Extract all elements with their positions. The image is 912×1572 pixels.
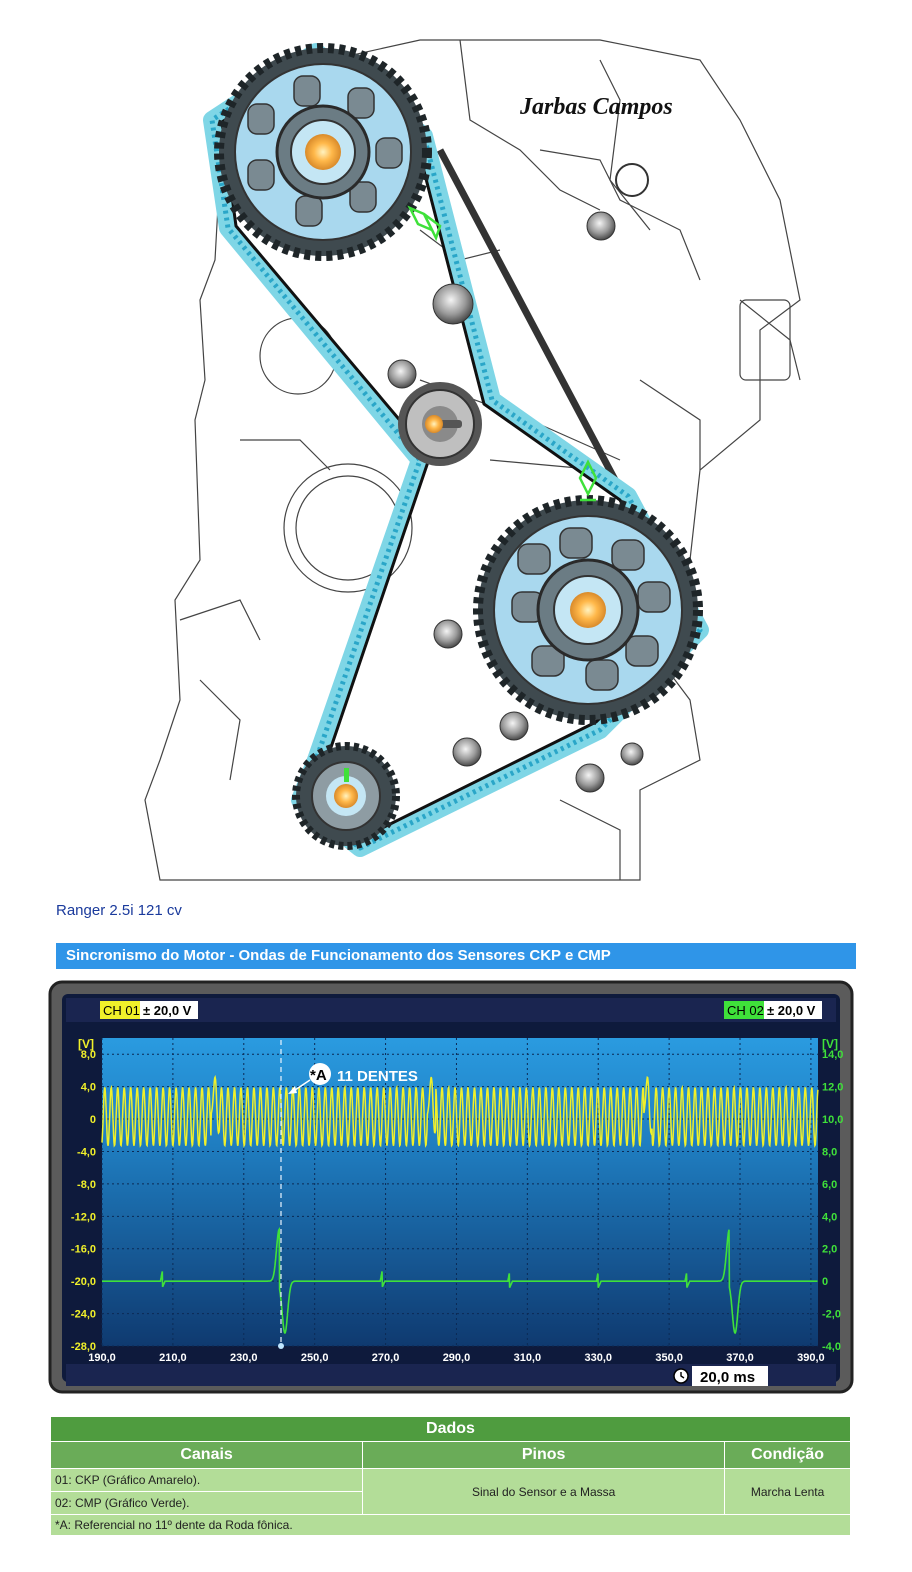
grid	[101, 1038, 818, 1347]
left-axis-tick-label: -24,0	[71, 1309, 96, 1321]
left-axis-tick-label: 8,0	[81, 1049, 96, 1061]
plot-area	[102, 1038, 818, 1346]
table-note: *A: Referencial no 11º dente da Roda fôn…	[50, 1514, 851, 1536]
x-axis-tick-label: 270,0	[372, 1352, 400, 1364]
ckp-signal-trace	[101, 1074, 819, 1148]
ch2-range: ± 20,0 V	[767, 1003, 816, 1018]
section-title: Sincronismo do Motor - Ondas de Funciona…	[56, 943, 856, 969]
oscilloscope-panel: CH 01 ± 20,0 V CH 02 ± 20,0 V [V] [V] 8,…	[48, 980, 854, 1394]
ch1-range: ± 20,0 V	[143, 1003, 192, 1018]
header-pinos: Pinos	[362, 1441, 726, 1469]
cmp-signal-trace	[102, 1226, 818, 1335]
header-condicao: Condição	[724, 1441, 851, 1469]
left-axis-unit: [V]	[78, 1037, 94, 1051]
right-axis-tick-label: 6,0	[822, 1179, 837, 1191]
right-axis-tick-label: 8,0	[822, 1146, 837, 1158]
x-axis-tick-label: 210,0	[159, 1352, 187, 1364]
crank-timing-mark	[344, 768, 349, 782]
author-signature: Jarbas Campos	[519, 94, 673, 120]
right-axis-unit: [V]	[822, 1037, 838, 1051]
ch1-tag	[100, 1001, 140, 1019]
timing-belt-diagram: Jarbas Campos	[144, 39, 801, 881]
channel-ckp: 01: CKP (Gráfico Amarelo).	[49, 1468, 364, 1492]
right-axis-ticks: 14,0 12,0 10,0 8,0 6,0 4,0 2,0 0 -2,0 -4,0	[822, 1049, 843, 1353]
right-axis-tick-label: 4,0	[822, 1211, 837, 1223]
timebase-value: 20,0 ms	[700, 1369, 755, 1386]
left-axis-tick-label: -28,0	[71, 1341, 96, 1353]
ch1-tag-label: CH 01	[103, 1003, 140, 1018]
right-axis-tick-label: -4,0	[822, 1341, 841, 1353]
condition-value: Marcha Lenta	[724, 1468, 851, 1515]
engine-block-outline	[144, 39, 801, 881]
belt-tensioner	[398, 382, 482, 466]
left-axis-ticks: 8,0 4,0 0 -4,0 -8,0 -12,0 -16,0 -20,0 -24,0 -28,0	[71, 1049, 96, 1353]
left-axis-tick-label: -12,0	[71, 1211, 96, 1223]
right-axis-tick-label: 2,0	[822, 1244, 837, 1256]
x-axis-tick-label: 290,0	[443, 1352, 471, 1364]
camshaft-sprocket-upper	[214, 43, 432, 261]
reference-marker-dot	[278, 1343, 284, 1349]
right-axis-tick-label: -2,0	[822, 1309, 841, 1321]
ch2-tag-label: CH 02	[727, 1003, 764, 1018]
scope-footer	[66, 1364, 836, 1386]
x-axis-tick-label: 190,0	[88, 1352, 116, 1364]
right-axis-tick-label: 10,0	[822, 1114, 843, 1126]
left-axis-tick-label: 4,0	[81, 1082, 96, 1094]
channel-cmp: 02: CMP (Gráfico Verde).	[49, 1491, 364, 1515]
engine-bolts	[387, 163, 649, 793]
data-table: Dados Canais Pinos Condição 01: CKP (Grá…	[49, 1416, 851, 1536]
x-axis-tick-label: 250,0	[301, 1352, 329, 1364]
right-axis-tick-label: 0	[822, 1276, 828, 1288]
annotation-text: 11 DENTES	[337, 1068, 418, 1085]
annotation-marker: *A	[310, 1067, 327, 1084]
left-axis-tick-label: -16,0	[71, 1244, 96, 1256]
x-axis-tick-label: 230,0	[230, 1352, 258, 1364]
ch2-tag	[724, 1001, 764, 1019]
left-axis-tick-label: -20,0	[71, 1276, 96, 1288]
left-axis-tick-label: -8,0	[77, 1179, 96, 1191]
crankshaft-sprocket	[292, 742, 400, 850]
pins-value: Sinal do Sensor e a Massa	[362, 1468, 726, 1515]
right-axis-tick-label: 12,0	[822, 1082, 843, 1094]
table-title: Dados	[50, 1416, 851, 1442]
x-axis-tick-label: 350,0	[655, 1352, 683, 1364]
right-axis-tick-label: 14,0	[822, 1049, 843, 1061]
left-axis-tick-label: 0	[90, 1114, 96, 1126]
timebase-clock-icon	[673, 1368, 689, 1384]
engine-caption: Ranger 2.5i 121 cv	[56, 902, 182, 919]
x-axis-ticks: 190,0 210,0 230,0 250,0 270,0 290,0 310,0 330,0…	[88, 1352, 824, 1364]
x-axis-tick-label: 370,0	[726, 1352, 754, 1364]
left-axis-tick-label: -4,0	[77, 1146, 96, 1158]
x-axis-tick-label: 330,0	[584, 1352, 612, 1364]
timing-marks	[407, 205, 598, 502]
x-axis-tick-label: 310,0	[514, 1352, 542, 1364]
camshaft-sprocket-lower	[473, 495, 703, 725]
annotation-callout: *A 11 DENTES	[288, 1063, 418, 1094]
header-canais: Canais	[49, 1441, 364, 1469]
x-axis-tick-label: 390,0	[797, 1352, 825, 1364]
